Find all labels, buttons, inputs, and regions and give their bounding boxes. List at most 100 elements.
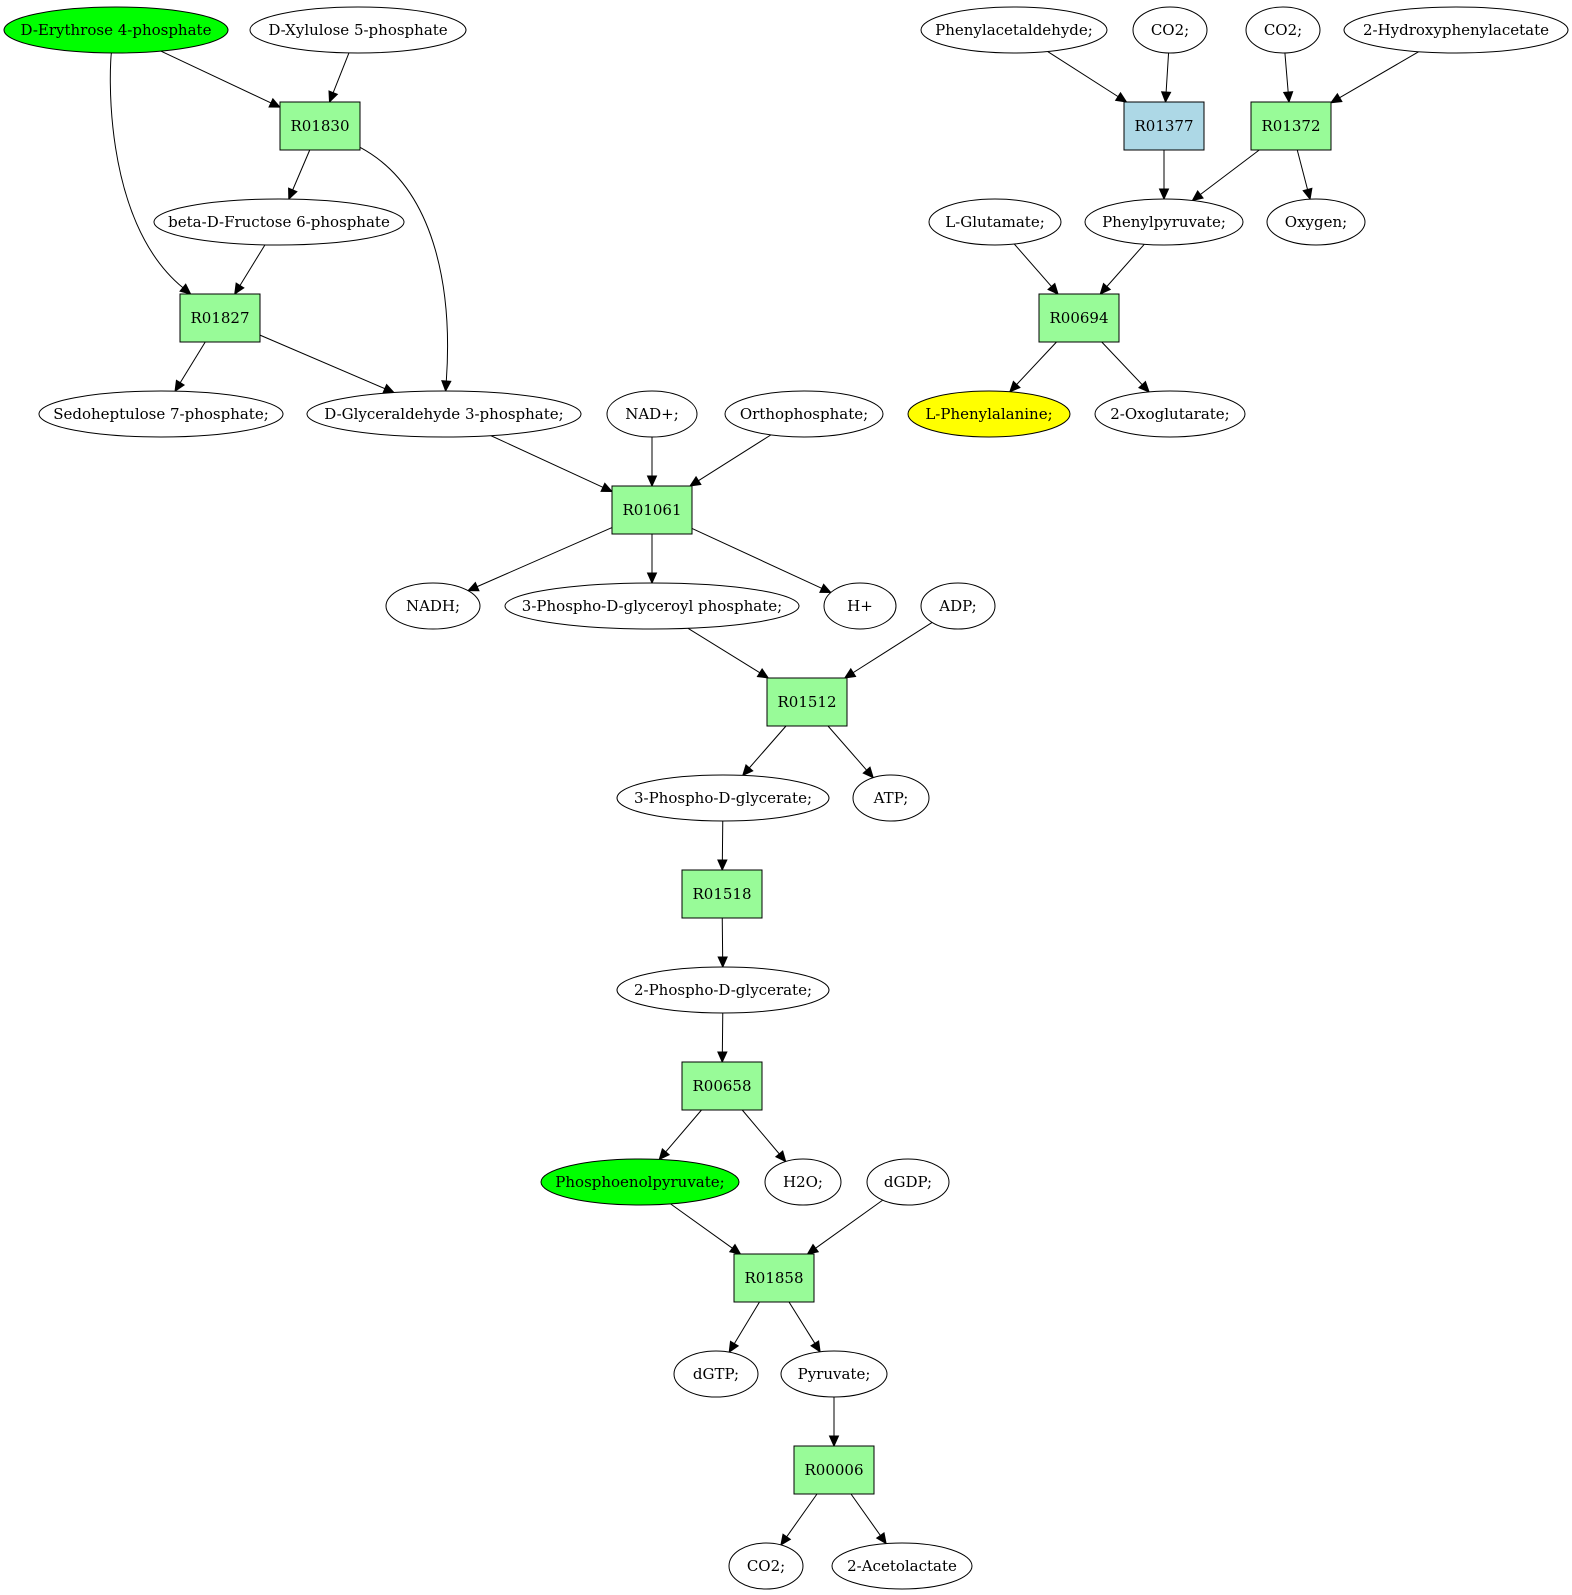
compound-node-ppy[interactable]: Phenylpyruvate; <box>1084 198 1244 246</box>
edge-r_01827-to-c_s7p <box>174 341 206 393</box>
edge-r_01061-to-c_13bpg <box>646 534 658 585</box>
compound-node-h[interactable]: H+ <box>823 582 897 630</box>
edge-r_01372-to-c_o2 <box>1296 149 1313 201</box>
reaction-node-r01827[interactable]: R01827 <box>179 293 261 343</box>
compound-node-h2o[interactable]: H2O; <box>764 1158 842 1206</box>
compound-ellipse <box>1245 6 1321 54</box>
compound-node-acl[interactable]: 2-Acetolactate <box>831 1542 973 1590</box>
compound-node-3pg[interactable]: 3-Phospho-D-glycerate; <box>616 774 830 822</box>
reaction-node-r01830[interactable]: R01830 <box>279 101 361 151</box>
arrowhead <box>1114 91 1128 103</box>
compound-label: 2-Acetolactate <box>847 1557 957 1575</box>
edge-c_glu-to-r_00694 <box>1013 243 1059 295</box>
arrowhead <box>1138 380 1150 393</box>
reaction-node-r00694[interactable]: R00694 <box>1038 293 1120 343</box>
reaction-label: R00006 <box>804 1461 863 1479</box>
arrowhead <box>174 379 186 393</box>
edge-r_00658-to-c_h2o <box>741 1109 787 1163</box>
edge-c_dgdp-to-r_01858 <box>806 1199 884 1255</box>
compound-node-o2[interactable]: Oxygen; <box>1266 198 1366 246</box>
compound-node-13bpg[interactable]: 3-Phospho-D-glyceroyl phosphate; <box>504 582 800 630</box>
reaction-node-r01518[interactable]: R01518 <box>681 869 763 919</box>
compound-label: Sedoheptulose 7-phosphate; <box>53 405 269 423</box>
compound-ellipse <box>920 6 1108 54</box>
compound-node-2hpa[interactable]: 2-Hydroxyphenylacetate <box>1343 6 1569 54</box>
compound-node-co2a[interactable]: CO2; <box>1132 6 1208 54</box>
compound-node-pep[interactable]: Phosphoenolpyruvate; <box>540 1158 740 1206</box>
compound-node-s7p[interactable]: Sedoheptulose 7-phosphate; <box>38 390 284 438</box>
edge-c_phac-to-r_01377 <box>1047 51 1128 103</box>
compound-node-phac[interactable]: Phenylacetaldehyde; <box>920 6 1108 54</box>
compound-label: Pyruvate; <box>798 1365 871 1383</box>
edge-c_2pg-to-r_00658 <box>717 1012 728 1064</box>
compound-node-dgdp[interactable]: dGDP; <box>866 1158 950 1206</box>
arrowhead <box>810 1340 821 1353</box>
edge-line <box>1165 52 1170 93</box>
compound-label: ADP; <box>938 597 976 615</box>
compound-node-e4p[interactable]: D-Erythrose 4-phosphate <box>3 6 229 54</box>
compound-label: 2-Phospho-D-glycerate; <box>634 981 812 999</box>
compound-node-co2c[interactable]: CO2; <box>728 1542 804 1590</box>
edge-line <box>687 627 761 674</box>
reaction-node-r01372[interactable]: R01372 <box>1250 101 1332 151</box>
arrowhead <box>819 583 832 594</box>
compound-label: 3-Phospho-D-glyceroyl phosphate; <box>522 597 782 615</box>
arrowhead <box>268 97 282 108</box>
reaction-node-r00006[interactable]: R00006 <box>793 1445 875 1495</box>
reaction-box <box>681 869 763 919</box>
arrowhead <box>780 1533 792 1546</box>
arrowhead <box>717 956 728 969</box>
compound-ellipse <box>616 966 830 1014</box>
edge-line <box>292 149 311 191</box>
compound-node-nadh[interactable]: NADH; <box>385 582 481 630</box>
edge-r_01512-to-c_3pg <box>741 725 787 777</box>
edge-r_00006-to-c_co2c <box>780 1493 818 1546</box>
compound-node-2pg[interactable]: 2-Phospho-D-glycerate; <box>616 966 830 1014</box>
reaction-node-r01858[interactable]: R01858 <box>733 1253 815 1303</box>
reaction-node-r01061[interactable]: R01061 <box>611 485 693 535</box>
edge-r_01518-to-c_2pg <box>717 917 728 969</box>
compound-node-phe[interactable]: L-Phenylalanine; <box>907 390 1071 438</box>
compound-node-adp[interactable]: ADP; <box>920 582 996 630</box>
arrowhead <box>658 1148 671 1161</box>
compound-node-nad[interactable]: NAD+; <box>606 390 698 438</box>
edge-c_co2a-to-r_01377 <box>1160 52 1172 104</box>
arrowhead <box>646 572 658 585</box>
reaction-label: R00694 <box>1049 309 1108 327</box>
arrowhead <box>717 859 728 872</box>
edge-c_2hpa-to-r_01372 <box>1329 51 1419 104</box>
compound-node-g3p[interactable]: D-Glyceraldehyde 3-phosphate; <box>306 390 582 438</box>
compound-node-glu[interactable]: L-Glutamate; <box>928 198 1062 246</box>
arrowhead <box>1099 282 1112 295</box>
compound-node-dgtp[interactable]: dGTP; <box>673 1350 759 1398</box>
compound-node-pi[interactable]: Orthophosphate; <box>724 390 884 438</box>
edge-line <box>748 725 787 769</box>
reaction-node-r00658[interactable]: R00658 <box>681 1061 763 1111</box>
compound-label: dGDP; <box>884 1173 932 1191</box>
compound-label: Phosphoenolpyruvate; <box>555 1173 724 1191</box>
compound-node-f6p[interactable]: beta-D-Fructose 6-phosphate <box>153 198 405 246</box>
compound-ellipse <box>852 774 930 822</box>
compound-node-x5p[interactable]: D-Xylulose 5-phosphate <box>249 6 467 54</box>
edge-r_00694-to-c_phe <box>1009 341 1057 393</box>
compound-node-2og[interactable]: 2-Oxoglutarate; <box>1094 390 1246 438</box>
compound-ellipse <box>249 6 467 54</box>
edge-c_co2b-to-r_01372 <box>1282 52 1294 104</box>
arrowhead <box>441 380 452 393</box>
edge-line <box>1284 52 1289 93</box>
compound-ellipse <box>3 6 229 54</box>
compound-node-pyr[interactable]: Pyruvate; <box>780 1350 888 1398</box>
edge-line <box>332 52 350 93</box>
edge-line <box>1016 341 1057 385</box>
reaction-node-r01377[interactable]: R01377 <box>1123 101 1205 151</box>
reaction-label: R01377 <box>1134 117 1193 135</box>
reaction-node-r01512[interactable]: R01512 <box>766 677 848 727</box>
compound-label: 2-Hydroxyphenylacetate <box>1363 21 1549 39</box>
arrowhead <box>179 283 192 295</box>
compound-label: CO2; <box>747 1557 785 1575</box>
compound-node-co2b[interactable]: CO2; <box>1245 6 1321 54</box>
edge-line <box>850 1493 881 1536</box>
compound-ellipse <box>866 1158 950 1206</box>
compound-node-atp[interactable]: ATP; <box>852 774 930 822</box>
